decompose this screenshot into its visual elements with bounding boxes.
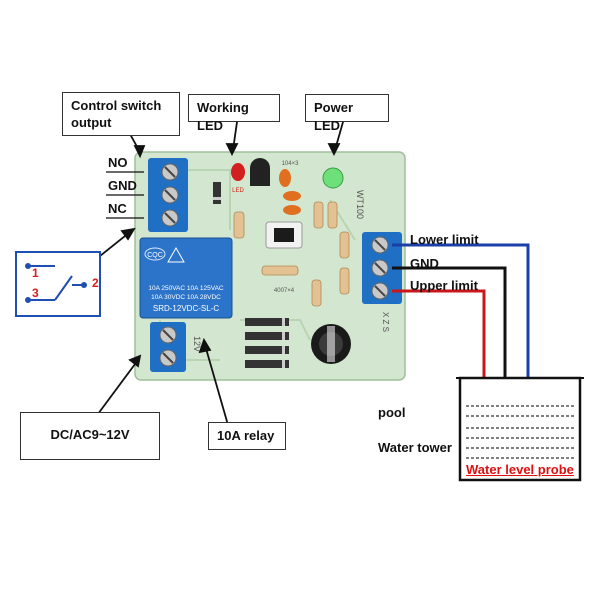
- water-lines: [466, 405, 574, 459]
- switch-pin-1: 1: [32, 266, 39, 280]
- relay-rating-line1: 10A 250VAC 10A 125VAC: [148, 285, 224, 292]
- callout-dc-ac: DC/AC9~12V: [20, 412, 160, 460]
- terminal-block-probe: [362, 232, 402, 304]
- switch-pin-3: 3: [32, 286, 39, 300]
- label-upper-limit: Upper limit: [410, 278, 478, 293]
- relay-component: CQC 10A 250VAC 10A 125VAC 10A 30VDC 10A …: [139, 237, 233, 319]
- ic-chip: [265, 221, 303, 249]
- callout-working-led: Working LED: [188, 94, 280, 133]
- voltage-text: 12V: [192, 336, 202, 352]
- water-tank: [456, 376, 584, 482]
- switch-pin-2: 2: [92, 276, 99, 290]
- led-label: LED: [232, 188, 244, 194]
- terminal-block-power: [150, 322, 186, 372]
- label-gnd-right: GND: [410, 256, 439, 271]
- label-pool: pool: [378, 405, 406, 420]
- callout-relay: 10A relay: [208, 422, 286, 450]
- label-nc: NC: [108, 201, 127, 216]
- label-lower-limit: Lower limit: [410, 232, 479, 247]
- callout-control-switch-output: Control switch output: [62, 92, 180, 136]
- board-model-text: WT100: [355, 190, 365, 219]
- resistor-components: [233, 201, 350, 307]
- callout-power-led: Power LED: [305, 94, 389, 133]
- diode-components: [213, 182, 289, 368]
- label-water-tower: Water tower: [378, 440, 452, 455]
- terminal-block-control: [148, 158, 188, 232]
- wire-upper-limit: [392, 289, 486, 396]
- transistor-component: [250, 158, 270, 186]
- working-led-component: LED: [231, 163, 245, 194]
- capacitors: [279, 169, 301, 215]
- switch-symbol: [15, 251, 101, 317]
- label-gnd-left: GND: [108, 178, 137, 193]
- pin-letters-text: X Z S: [381, 312, 390, 332]
- relay-model-text: SRD-12VDC-SL-C: [153, 304, 219, 313]
- power-led-component: [322, 167, 344, 189]
- relay-rating-line2: 10A 30VDC 10A 28VDC: [151, 294, 221, 301]
- electrolytic-capacitor: [311, 324, 351, 364]
- relay-brand-text: CQC: [147, 252, 163, 259]
- left-label-underlines: [106, 171, 144, 219]
- diode-label-text: 4007×4: [274, 288, 295, 294]
- label-no: NO: [108, 155, 128, 170]
- chip-label-text: 104×3: [282, 161, 300, 167]
- label-water-level-probe: Water level probe: [466, 462, 574, 477]
